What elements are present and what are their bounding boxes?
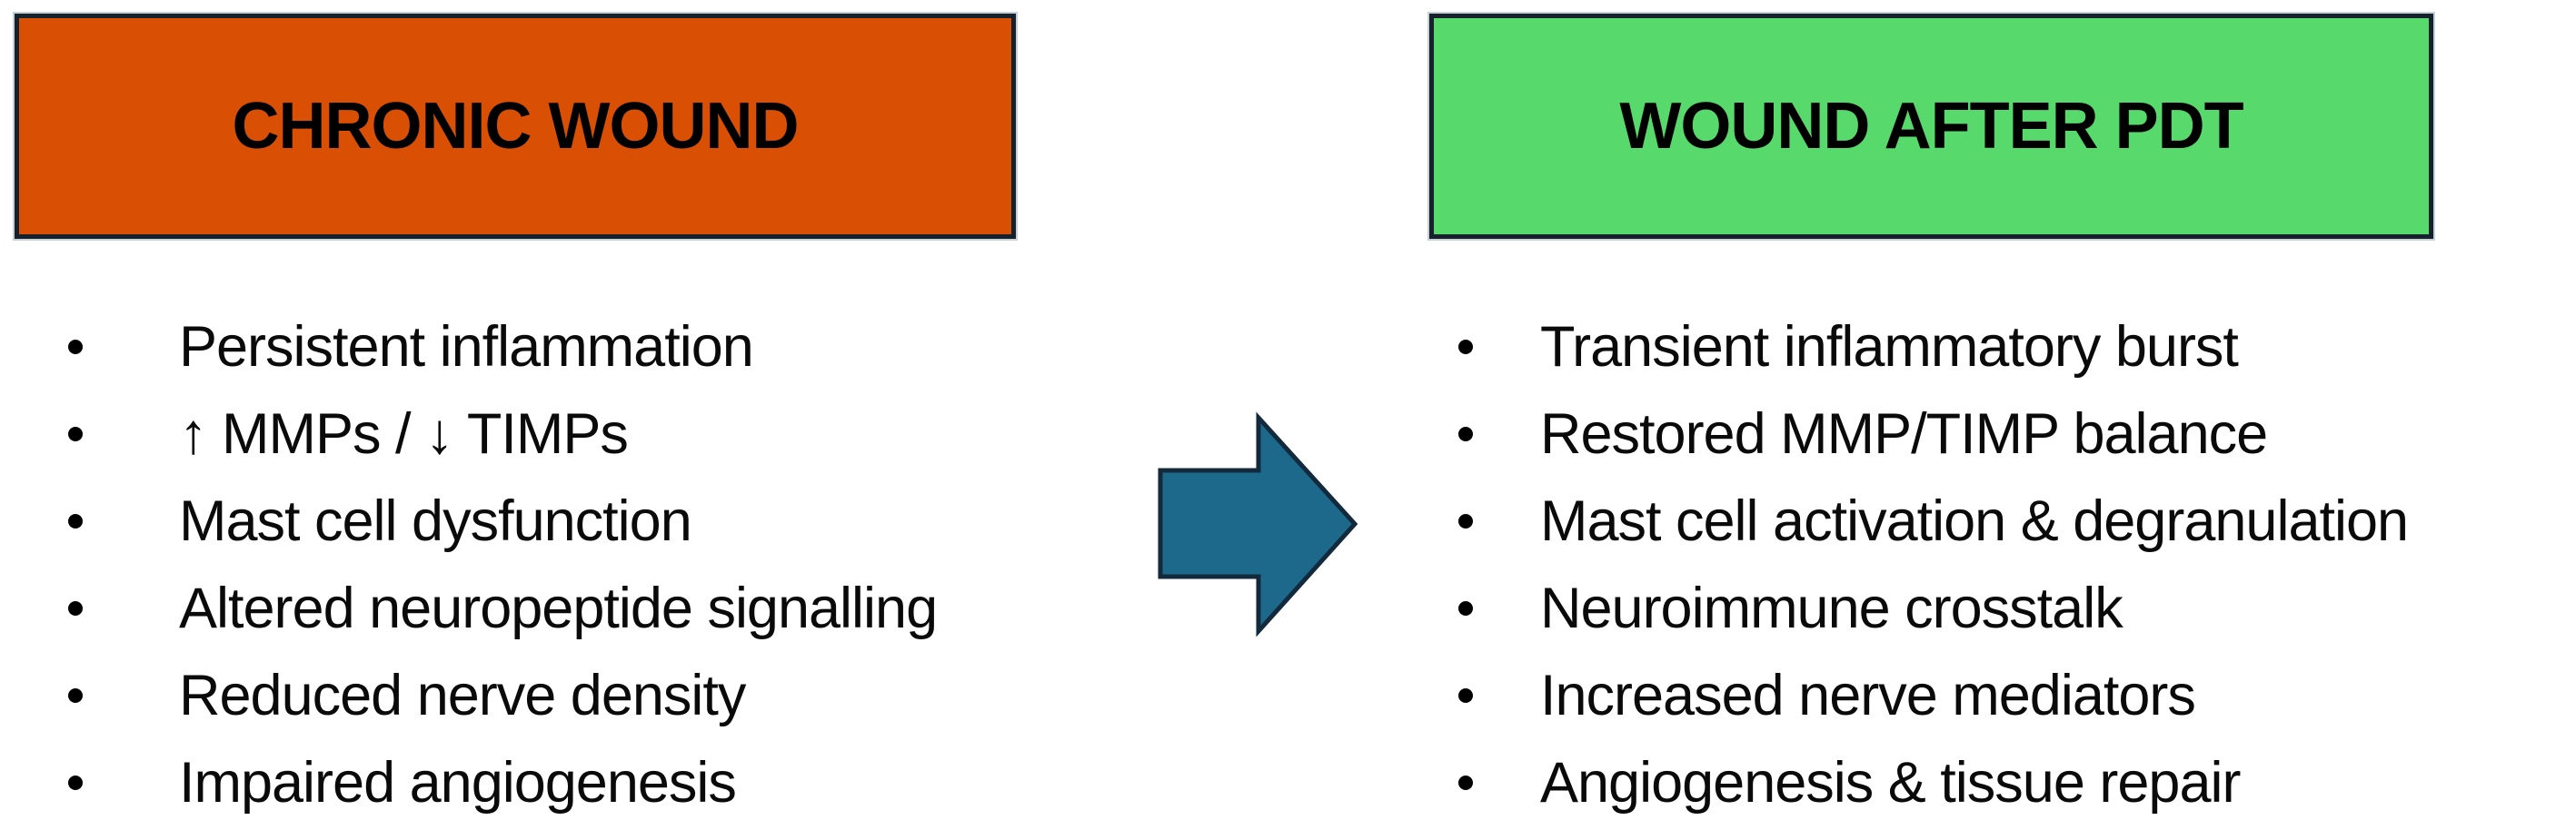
list-item: Persistent inflammation [68, 303, 937, 390]
list-item-text: Restored MMP/TIMP balance [1540, 402, 2268, 466]
list-item-text: Angiogenesis & tissue repair [1540, 751, 2241, 815]
bullet-dot-icon [1458, 340, 1473, 354]
list-item-text: Impaired angiogenesis [179, 751, 737, 815]
chronic-wound-box: CHRONIC WOUND [15, 14, 1016, 239]
list-item-text: Altered neuropeptide signalling [179, 577, 938, 640]
list-item: Altered neuropeptide signalling [68, 565, 938, 652]
list-item: Impaired angiogenesis [68, 739, 937, 826]
list-item: Increased nerve mediators [1458, 652, 2408, 739]
bullet-dot-icon [1458, 514, 1473, 529]
chronic-wound-title: CHRONIC WOUND [232, 90, 800, 163]
list-item: Angiogenesis & tissue repair [1458, 739, 2408, 826]
bullet-dot-icon [68, 340, 83, 354]
bullet-dot-icon [68, 688, 83, 703]
right-arrow-icon [1158, 411, 1358, 637]
list-item: Neuroimmune crosstalk [1458, 565, 2408, 652]
list-item-text: Reduced nerve density [179, 664, 746, 727]
list-item: ↑ MMPs / ↓ TIMPs [68, 390, 937, 478]
list-item-text: Transient inflammatory burst [1540, 315, 2239, 379]
wound-after-pdt-title: WOUND AFTER PDT [1619, 90, 2243, 163]
list-item: Transient inflammatory burst [1458, 303, 2408, 390]
bullet-dot-icon [68, 601, 83, 616]
bullet-dot-icon [68, 514, 83, 529]
bullet-dot-icon [1458, 601, 1473, 616]
list-item-text: Persistent inflammation [179, 315, 754, 379]
list-item-text: Mast cell dysfunction [179, 489, 692, 553]
list-item-text: ↑ MMPs / ↓ TIMPs [179, 402, 629, 466]
bullet-dot-icon [68, 776, 83, 790]
list-item-text: Neuroimmune crosstalk [1540, 577, 2123, 640]
list-item: Mast cell dysfunction [68, 478, 937, 565]
bullet-dot-icon [1458, 427, 1473, 441]
bullet-dot-icon [1458, 688, 1473, 703]
list-item-text: Increased nerve mediators [1540, 664, 2196, 727]
bullet-dot-icon [1458, 776, 1473, 790]
list-item: Reduced nerve density [68, 652, 937, 739]
list-item: Mast cell activation & degranulation [1458, 478, 2409, 565]
list-item-text: Mast cell activation & degranulation [1540, 489, 2409, 553]
bullet-dot-icon [68, 427, 83, 441]
list-item: Restored MMP/TIMP balance [1458, 390, 2408, 478]
wound-after-pdt-box: WOUND AFTER PDT [1429, 14, 2433, 239]
